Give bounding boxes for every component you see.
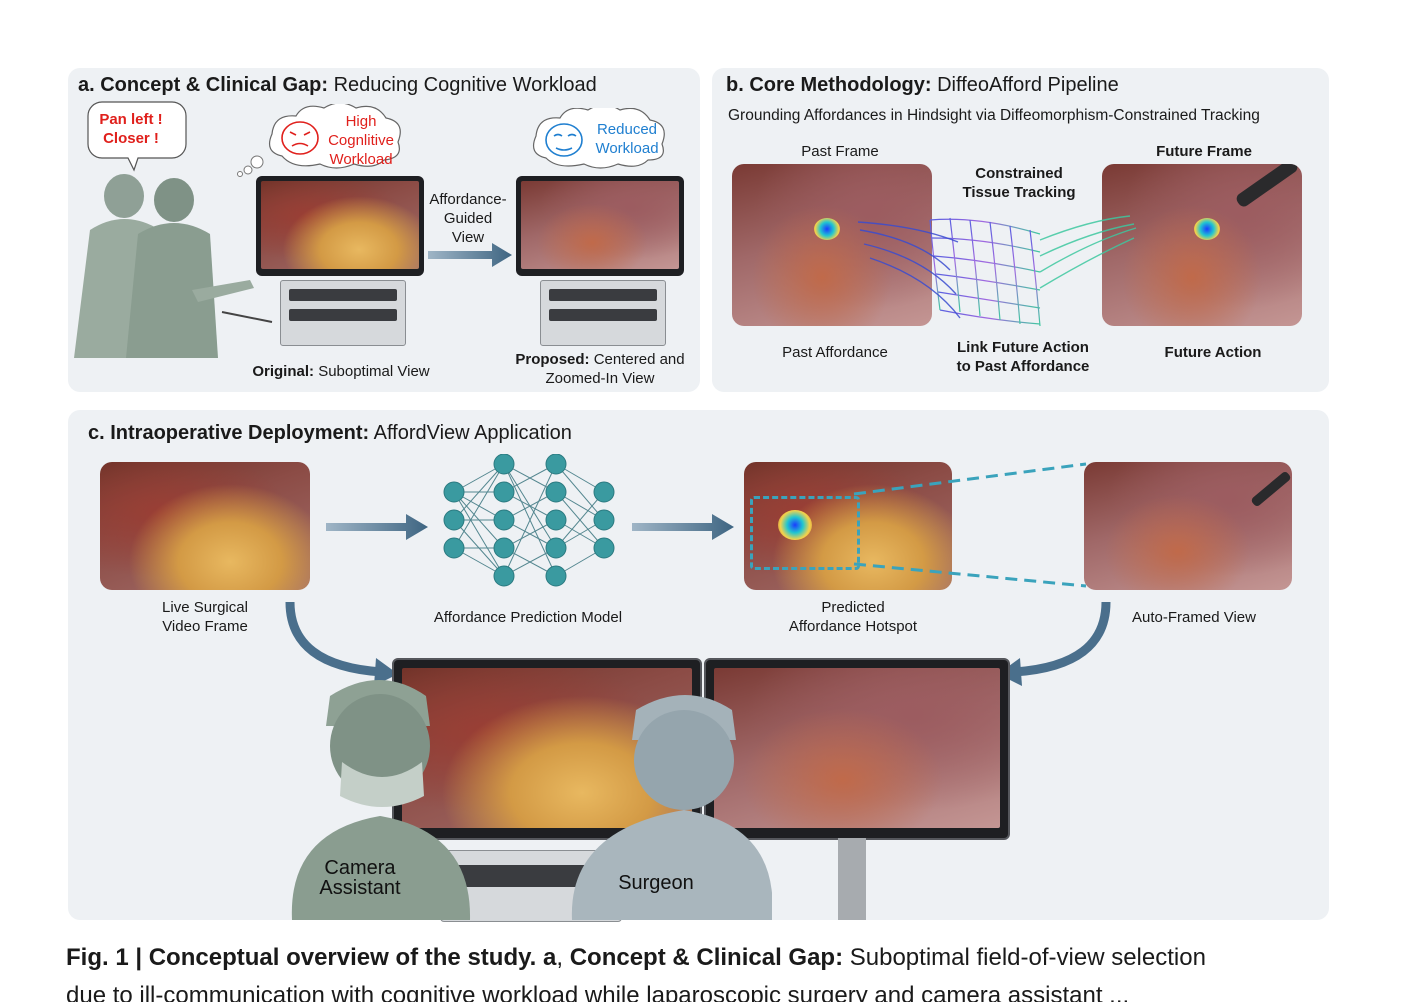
camera-assistant-line-1: Camera (324, 857, 396, 879)
proposed-caption: Proposed: Centered and Zoomed-In View (500, 350, 700, 388)
surgeon-figure (571, 695, 772, 920)
past-affordance-label: Past Affordance (782, 344, 888, 361)
speech-bubble (87, 101, 187, 172)
zoom-projection-lines (853, 462, 1087, 588)
caption-part-bold: Concept & Clinical Gap: (569, 944, 844, 971)
auto-framed-label: Auto-Framed View (1132, 609, 1256, 626)
hotspot-line-2: Affordance Hotspot (788, 618, 918, 635)
panel-c-title: c. Intraoperative Deployment: AffordView… (88, 422, 572, 445)
caption-sep: , (556, 944, 570, 971)
original-monitor (256, 176, 424, 276)
hotspot-line-1: Predicted (821, 599, 885, 616)
past-frame-image (732, 164, 932, 326)
reduced-workload-line-2: Workload (595, 140, 659, 157)
affordance-guided-label: Affordance- Guided View (420, 190, 516, 247)
camera-assistant-figure (291, 680, 471, 920)
panel-c-title-bold: c. Intraoperative Deployment: (88, 422, 370, 444)
past-frame-label: Past Frame (801, 143, 879, 160)
tracking-line-2: Tissue Tracking (962, 184, 1076, 201)
panel-a-title: a. Concept & Clinical Gap: Reducing Cogn… (78, 74, 597, 97)
live-frame-label: Live Surgical Video Frame (130, 598, 280, 636)
proposed-view-image (521, 181, 679, 269)
original-caption: Original: Suboptimal View (236, 362, 446, 381)
panel-a-title-bold: a. Concept & Clinical Gap: (78, 74, 329, 96)
panel-c-title-rest: AffordView Application (373, 422, 572, 444)
link-label: Link Future Action to Past Affordance (940, 338, 1106, 376)
crop-box (750, 496, 860, 570)
affordance-guided-line-3: View (451, 229, 485, 246)
speech-line-2: Closer ! (103, 130, 159, 147)
original-caption-rest: Suboptimal View (318, 363, 430, 380)
hotspot-label: Predicted Affordance Hotspot (770, 598, 936, 636)
diffeomorphism-grid (857, 215, 1137, 327)
tracking-label: Constrained Tissue Tracking (944, 164, 1094, 202)
right-display-image (714, 668, 1000, 828)
link-line-2: to Past Affordance (956, 358, 1090, 375)
link-line-1: Link Future Action (957, 339, 1089, 356)
caption-line-2: due to ill-communication with cognitive … (66, 982, 1336, 1002)
calm-face-icon (545, 123, 583, 157)
proposed-tower (540, 280, 666, 346)
caption-fig-bold: Fig. 1 | Conceptual overview of the stud… (66, 944, 557, 971)
stressed-face-icon (281, 121, 319, 155)
camera-assistant-line-2: Assistant (319, 877, 401, 899)
panel-b-title-rest: DiffeoAfford Pipeline (937, 74, 1119, 96)
auto-framed-instrument-icon (1250, 470, 1292, 508)
figure-caption: Fig. 1 | Conceptual overview of the stud… (66, 944, 1206, 972)
reduced-workload-line-1: Reduced (596, 121, 658, 138)
arrow-to-hotspot (632, 514, 734, 540)
right-display-stand (838, 838, 866, 920)
proposed-caption-rest: Centered and (593, 351, 685, 368)
hotspot-marker (778, 510, 812, 540)
model-label: Affordance Prediction Model (433, 609, 623, 626)
curved-arrows (285, 601, 1111, 686)
live-frame-image (100, 462, 310, 590)
neural-network-icon (443, 454, 615, 587)
past-affordance-hotspot (814, 218, 840, 240)
speech-line-1: Pan left ! (99, 111, 163, 128)
panel-a-title-rest: Reducing Cognitive Workload (333, 74, 597, 96)
right-display (704, 658, 1010, 840)
panel-b-title: b. Core Methodology: DiffeoAfford Pipeli… (726, 74, 1119, 97)
high-workload-text: High Cognlitive Workload (320, 112, 402, 169)
panel-b-title-bold: b. Core Methodology: (726, 74, 932, 96)
live-frame-line-1: Live Surgical (162, 599, 248, 616)
panel-b-subtitle: Grounding Affordances in Hindsight via D… (728, 107, 1260, 124)
live-frame-line-2: Video Frame (162, 618, 248, 635)
caption-part-rest: Suboptimal field-of-view selection (843, 944, 1206, 971)
speech-text: Pan left ! Closer ! (88, 110, 174, 148)
original-tower (280, 280, 406, 346)
future-action-hotspot (1194, 218, 1220, 240)
camera-assistant-label: Camera Assistant (300, 858, 420, 898)
tracking-line-1: Constrained (975, 165, 1063, 182)
surgeon-label: Surgeon (618, 872, 694, 894)
high-workload-line-2: Cognlitive (328, 132, 394, 149)
affordance-guided-line-2: Guided (443, 210, 493, 227)
high-workload-cloud (269, 104, 401, 169)
instrument-icon (1234, 164, 1300, 209)
affordance-guided-arrow (428, 243, 512, 267)
proposed-caption-line-2: Zoomed-In View (545, 370, 655, 387)
affordance-guided-line-1: Affordance- (429, 191, 507, 208)
proposed-caption-bold: Proposed: (515, 351, 590, 368)
future-frame-image (1102, 164, 1302, 326)
reduced-workload-cloud (533, 108, 665, 169)
high-workload-line-3: Workload (329, 151, 393, 168)
auto-framed-image (1084, 462, 1292, 590)
future-frame-label: Future Frame (1156, 143, 1252, 160)
caption-line-2-text: due to ill-communication with cognitive … (66, 982, 1130, 1002)
future-action-label: Future Action (1164, 344, 1262, 361)
original-caption-bold: Original: (252, 363, 315, 380)
proposed-monitor (516, 176, 684, 276)
surgeons-illustration (74, 101, 273, 358)
original-view-image (261, 181, 419, 269)
arrow-to-model (326, 514, 428, 540)
reduced-workload-text: Reduced Workload (586, 120, 668, 158)
high-workload-line-1: High (345, 113, 377, 130)
